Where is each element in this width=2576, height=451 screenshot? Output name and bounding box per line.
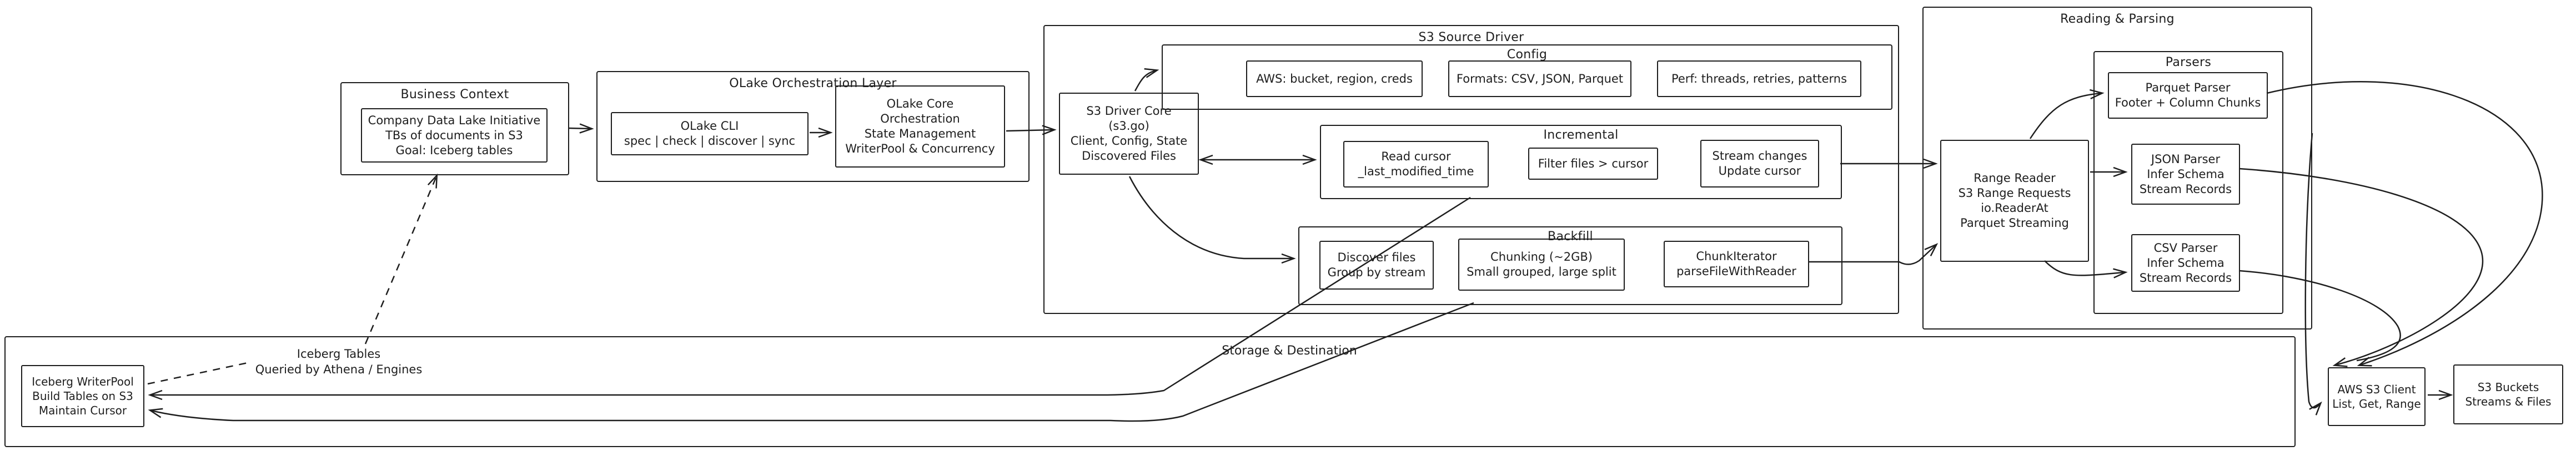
olake-core-box: OLake Core Orchestration State Managemen… [835, 85, 1005, 168]
config-perf-box: Perf: threads, retries, patterns [1657, 60, 1861, 97]
chunking-box: Chunking (~2GB) Small grouped, large spl… [1458, 239, 1625, 291]
config-aws-box: AWS: bucket, region, creds [1246, 60, 1423, 97]
parsers-section: Parsers Parquet Parser Footer + Column C… [2093, 51, 2283, 314]
storage-destination-title: Storage & Destination [1222, 344, 1357, 358]
incremental-section: Incremental Read cursor _last_modified_t… [1320, 125, 1842, 199]
reading-parsing-section: Reading & Parsing Range Reader S3 Range … [1922, 7, 2312, 330]
aws-s3-client-box: AWS S3 Client List, Get, Range [2328, 367, 2426, 426]
backfill-section: Backfill Discover files Group by stream … [1298, 226, 1842, 305]
iceberg-tables-note: Iceberg Tables Queried by Athena / Engin… [255, 347, 423, 376]
backfill-title: Backfill [1548, 230, 1593, 244]
olake-orchestration-title: OLake Orchestration Layer [729, 77, 897, 90]
s3-buckets-box: S3 Buckets Streams & Files [2453, 364, 2563, 424]
parquet-parser-box: Parquet Parser Footer + Column Chunks [2108, 72, 2268, 119]
discover-files-box: Discover files Group by stream [1319, 241, 1434, 290]
parsers-title: Parsers [2165, 55, 2212, 69]
stream-changes-box: Stream changes Update cursor [1700, 140, 1819, 188]
config-section: Config AWS: bucket, region, creds Format… [1162, 44, 1892, 110]
read-cursor-box: Read cursor _last_modified_time [1343, 141, 1489, 188]
chunk-iterator-box: ChunkIterator parseFileWithReader [1664, 241, 1809, 287]
s3-driver-core-box: S3 Driver Core (s3.go) Client, Config, S… [1059, 93, 1199, 175]
arrow-business-to-olake [568, 123, 594, 134]
config-formats-box: Formats: CSV, JSON, Parquet [1448, 60, 1631, 97]
business-context-title: Business Context [400, 88, 509, 102]
iceberg-writerpool-box: Iceberg WriterPool Build Tables on S3 Ma… [21, 365, 144, 427]
config-title: Config [1507, 48, 1548, 62]
json-parser-box: JSON Parser Infer Schema Stream Records [2131, 144, 2240, 205]
filter-files-box: Filter files > cursor [1528, 148, 1658, 180]
olake-cli-box: OLake CLI spec | check | discover | sync [611, 112, 809, 155]
dashed-iceberg-tables-to-business [364, 173, 438, 344]
incremental-title: Incremental [1543, 128, 1619, 142]
olake-orchestration-section: OLake Orchestration Layer OLake CLI spec… [596, 71, 1030, 182]
storage-destination-section: Storage & Destination Iceberg WriterPool… [4, 336, 2296, 447]
range-reader-box: Range Reader S3 Range Requests io.Reader… [1940, 140, 2089, 262]
business-context-section: Business Context Company Data Lake Initi… [340, 82, 569, 175]
business-context-box: Company Data Lake Initiative TBs of docu… [361, 108, 548, 163]
s3-source-driver-title: S3 Source Driver [1418, 31, 1524, 44]
s3-source-driver-section: S3 Source Driver Config AWS: bucket, reg… [1043, 25, 1899, 314]
reading-parsing-title: Reading & Parsing [2060, 12, 2175, 26]
csv-parser-box: CSV Parser Infer Schema Stream Records [2131, 234, 2240, 292]
